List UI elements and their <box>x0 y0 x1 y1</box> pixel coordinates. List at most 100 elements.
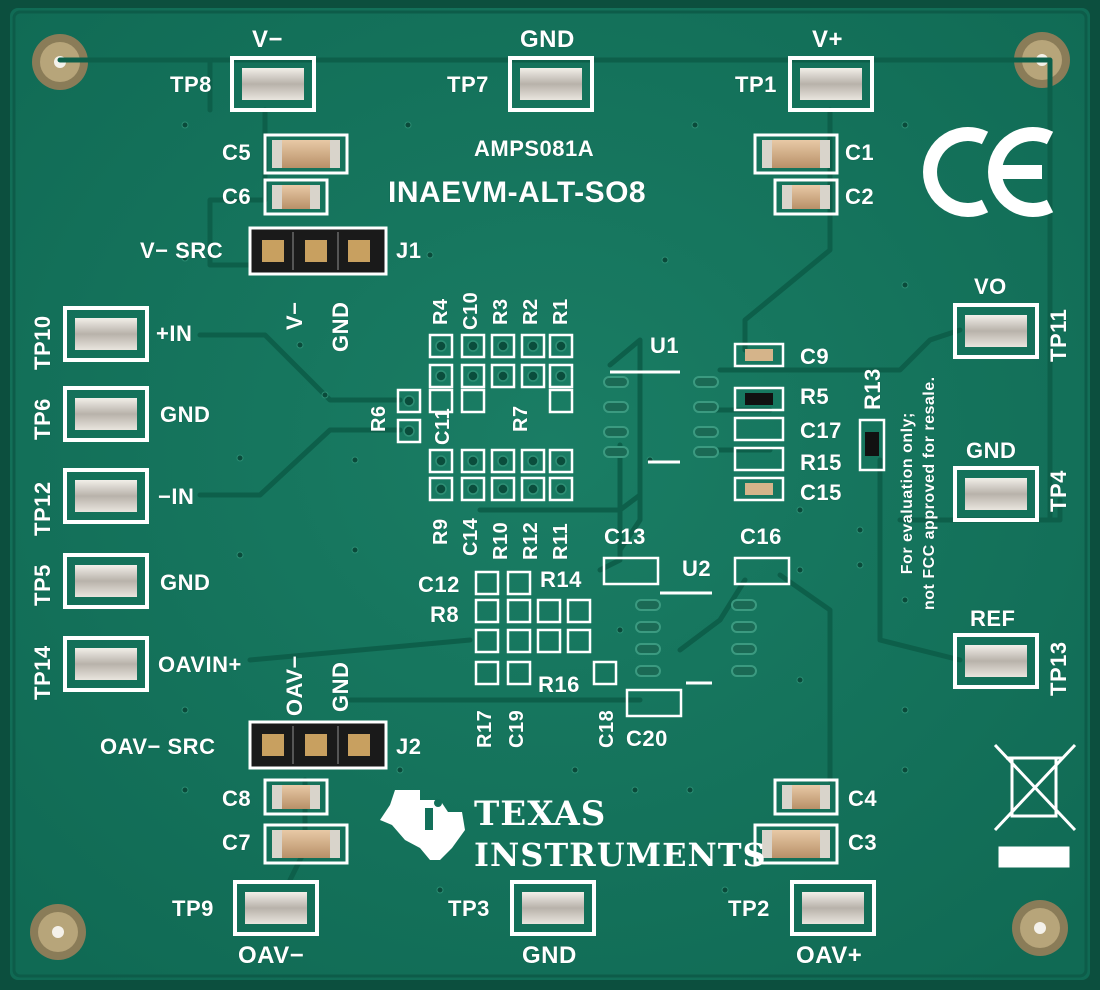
r9-label: R9 <box>430 518 452 545</box>
tp2-pad[interactable] <box>790 880 876 936</box>
part-number: AMPS081A <box>474 136 595 161</box>
disclaimer: For evaluation only; not FCC approved fo… <box>897 376 941 610</box>
tp1-net-label: V+ <box>812 26 844 53</box>
right-small-fill <box>745 349 879 495</box>
tp14-id-label: TP14 <box>30 645 55 700</box>
r7-label: R7 <box>510 405 532 432</box>
c13-label: C13 <box>604 524 646 549</box>
u1-label: U1 <box>650 333 680 358</box>
u1-outline <box>610 370 680 464</box>
c2-label: C2 <box>845 184 875 209</box>
c9-label: C9 <box>800 344 830 369</box>
u1-so8-pads <box>603 376 719 458</box>
c16-label: C16 <box>740 524 782 549</box>
c15-label: C15 <box>800 480 842 505</box>
tp4-net-label: GND <box>966 438 1017 463</box>
tp7-pad[interactable] <box>508 56 594 112</box>
tp5-pad[interactable] <box>63 553 149 609</box>
tp14-pad[interactable] <box>63 636 149 692</box>
weee-icon <box>993 743 1077 868</box>
c12-label: C12 <box>418 572 460 597</box>
tp14-net-label: OAVIN+ <box>158 652 242 677</box>
c7-part <box>263 823 349 865</box>
c20-label: C20 <box>626 726 668 751</box>
c19-label: C19 <box>506 709 528 748</box>
r12-label: R12 <box>520 521 542 560</box>
c2-part <box>773 178 839 216</box>
r10-label: R10 <box>490 521 512 560</box>
c18-label: C18 <box>596 709 618 748</box>
j2-left-label: OAV− SRC <box>100 734 216 759</box>
c8-part <box>263 778 329 816</box>
tp1-id-label: TP1 <box>735 72 777 97</box>
r2-label: R2 <box>520 298 542 325</box>
tp2-net-label: OAV+ <box>796 942 863 969</box>
r11-label: R11 <box>550 522 572 560</box>
c14-label: C14 <box>460 517 482 556</box>
r16-label: R16 <box>538 672 580 697</box>
tp11-pad[interactable] <box>953 303 1039 359</box>
ti-logo-icon <box>380 790 465 860</box>
c10-label: C10 <box>460 291 482 330</box>
c8-label: C8 <box>222 786 252 811</box>
tp9-net-label: OAV− <box>238 942 305 969</box>
ti-wordmark-line1: TEXAS <box>474 794 607 834</box>
tp6-pad[interactable] <box>63 386 149 442</box>
u2-outline <box>660 591 712 685</box>
tp2-id-label: TP2 <box>728 896 770 921</box>
tp3-pad[interactable] <box>510 880 596 936</box>
tp6-net-label: GND <box>160 402 211 427</box>
j1-header[interactable] <box>248 226 388 276</box>
c1-label: C1 <box>845 140 875 165</box>
tp1-pad[interactable] <box>788 56 874 112</box>
j1-mid-label: V− <box>282 301 307 330</box>
tp5-id-label: TP5 <box>30 564 55 606</box>
mounting-hole-br <box>1012 900 1068 956</box>
j2-right-label: GND <box>328 661 353 712</box>
tp9-pad[interactable] <box>233 880 319 936</box>
disclaimer-line2: not FCC approved for resale. <box>921 376 938 610</box>
j2-id-label: J2 <box>396 734 422 759</box>
tp10-pad[interactable] <box>63 306 149 362</box>
r5-label: R5 <box>800 384 830 409</box>
tp13-id-label: TP13 <box>1046 641 1071 696</box>
tp8-net-label: V− <box>252 26 284 53</box>
tp11-id-label: TP11 <box>1046 308 1071 362</box>
r1-label: R1 <box>550 298 572 325</box>
board-title: INAEVM-ALT-SO8 <box>388 176 647 209</box>
c6-part <box>263 178 329 216</box>
tp7-net-label: GND <box>520 26 575 53</box>
tp11-net-label: VO <box>974 274 1007 299</box>
u1-pads <box>403 340 567 495</box>
r4-label: R4 <box>430 298 452 325</box>
ti-wordmark-line2: INSTRUMENTS <box>474 836 767 874</box>
c4-part <box>773 778 839 816</box>
tp8-pad[interactable] <box>230 56 316 112</box>
j2-header[interactable] <box>248 720 388 770</box>
vias <box>181 121 909 894</box>
tp13-pad[interactable] <box>953 633 1039 689</box>
r13-label: R13 <box>860 368 885 410</box>
r6-label: R6 <box>368 405 390 432</box>
j1-right-label: GND <box>328 301 353 352</box>
tp12-id-label: TP12 <box>30 481 55 536</box>
tp10-id-label: TP10 <box>30 315 55 370</box>
c6-label: C6 <box>222 184 252 209</box>
c11-label: C11 <box>432 407 454 445</box>
j2-mid-label: OAV− <box>282 655 307 716</box>
right-small-parts <box>733 342 886 502</box>
tp4-pad[interactable] <box>953 466 1039 522</box>
c3-label: C3 <box>848 830 878 855</box>
c4-label: C4 <box>848 786 878 811</box>
r3-label: R3 <box>490 298 512 325</box>
tp12-pad[interactable] <box>63 468 149 524</box>
tp4-id-label: TP4 <box>1046 470 1071 512</box>
tp6-id-label: TP6 <box>30 398 55 440</box>
r8-label: R8 <box>430 602 460 627</box>
disclaimer-line1: For evaluation only; <box>899 412 916 575</box>
u2-cluster <box>474 556 791 718</box>
c5-label: C5 <box>222 140 252 165</box>
tp8-id-label: TP8 <box>170 72 212 97</box>
r15-label: R15 <box>800 450 842 475</box>
